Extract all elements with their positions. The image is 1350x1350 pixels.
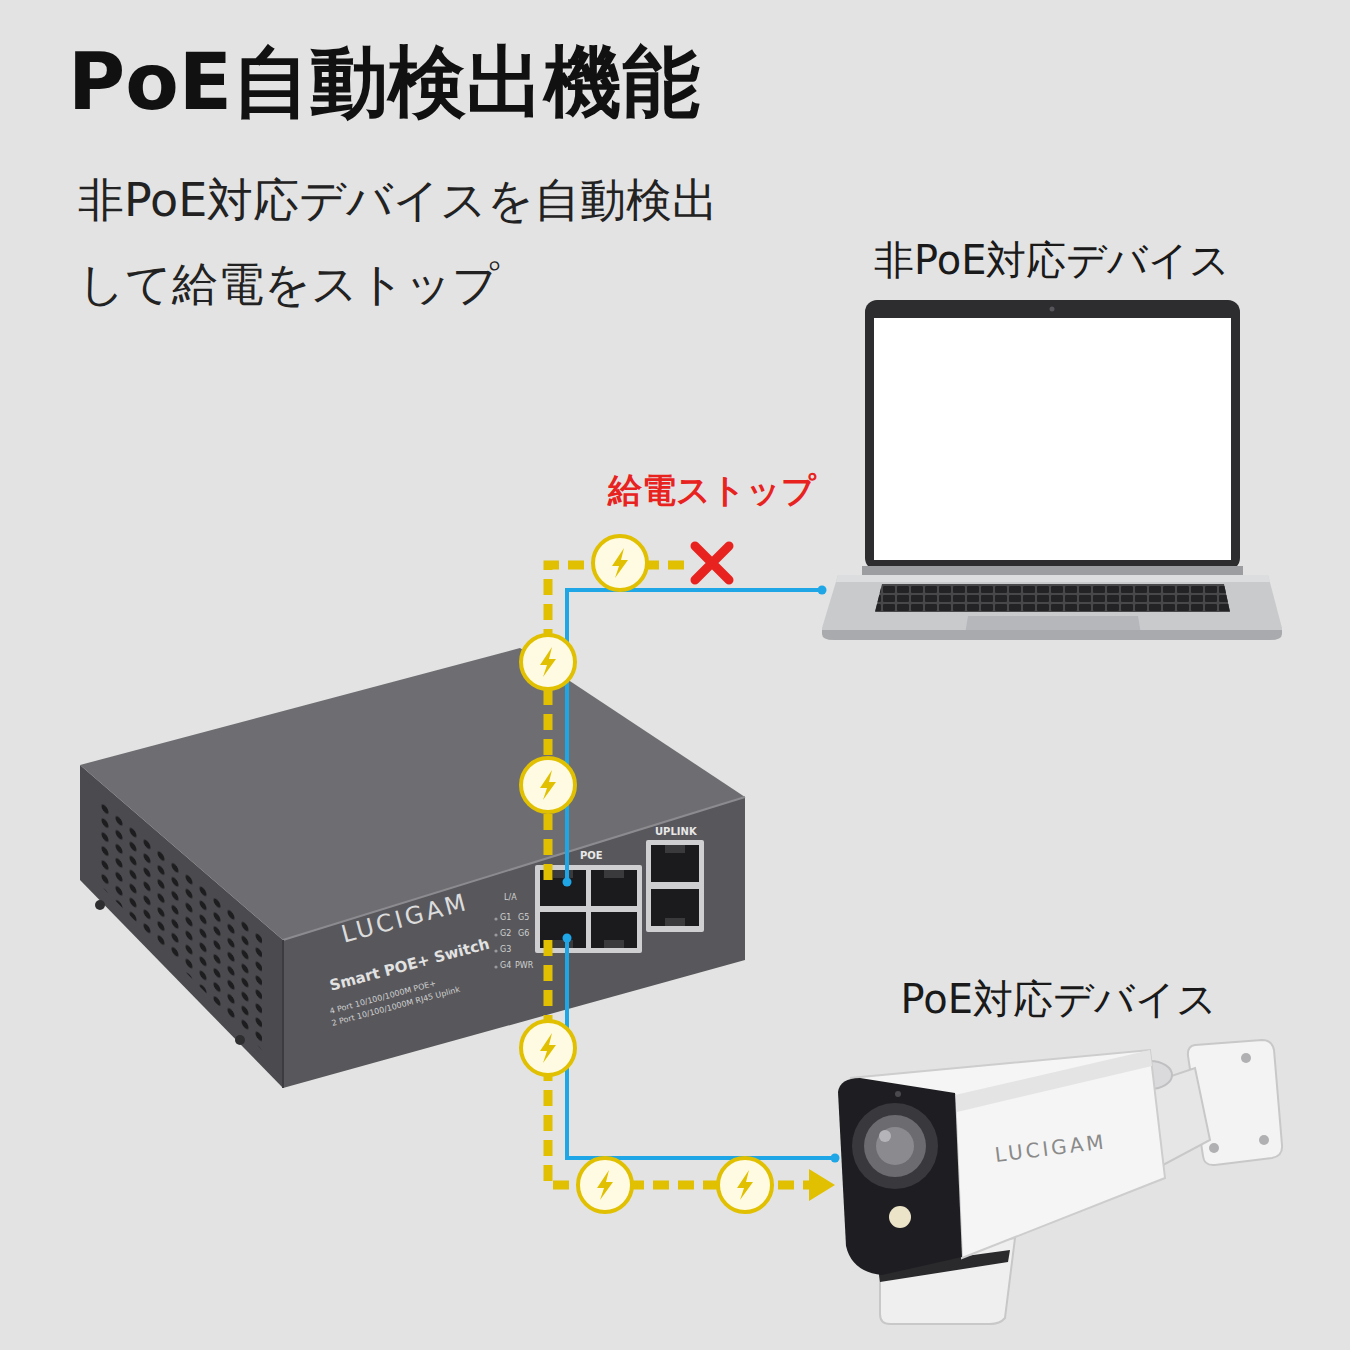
laptop-illustration bbox=[822, 300, 1282, 640]
power-icon bbox=[521, 635, 575, 689]
subtitle-text: 非PoE対応デバイスを自動検出 して給電をストップ bbox=[78, 158, 838, 326]
led-label: G5 bbox=[518, 913, 529, 923]
cable-end bbox=[831, 1154, 840, 1163]
camera-device: PoE対応デバイスLUCIGAM bbox=[835, 1035, 1282, 1325]
brand-logo: LUCIGAM bbox=[994, 1129, 1108, 1166]
diagram-title: PoE自動検出機能 bbox=[68, 36, 700, 130]
power-icon bbox=[718, 1158, 772, 1212]
port-group-label: POE bbox=[580, 850, 603, 862]
power-icon bbox=[521, 1021, 575, 1075]
camera-illustration bbox=[838, 1040, 1282, 1324]
status-label: 給電ストップ bbox=[604, 470, 820, 511]
led-label: G6 bbox=[518, 929, 529, 939]
device-heading: PoE対応デバイス bbox=[901, 975, 1217, 1023]
laptop-device: 非PoE対応デバイス bbox=[822, 300, 1282, 640]
data-cable bbox=[567, 590, 822, 645]
power-icon bbox=[578, 1158, 632, 1212]
led-label: G4 bbox=[500, 961, 511, 971]
brand-logo: LUCIGAM bbox=[338, 888, 471, 950]
port-group-label: UPLINK bbox=[655, 826, 697, 838]
power-connector bbox=[548, 565, 827, 645]
led-label: PWR bbox=[515, 961, 533, 971]
arrow-head bbox=[809, 1169, 835, 1201]
power-icon bbox=[593, 536, 647, 590]
led-label: G1 bbox=[500, 913, 511, 923]
led-label: L/A bbox=[504, 893, 517, 903]
power-icon bbox=[521, 758, 575, 812]
device-heading: 非PoE対応デバイス bbox=[874, 236, 1230, 284]
cable-end bbox=[818, 586, 827, 595]
switch-illustration bbox=[80, 645, 745, 1090]
led-label: G3 bbox=[500, 945, 511, 955]
data-cable bbox=[567, 1090, 835, 1158]
led-label: G2 bbox=[500, 929, 511, 939]
poe-switch: POEUPLINKLUCIGAMSmart POE+ Switch4 Port … bbox=[80, 645, 745, 1090]
block-mark bbox=[695, 546, 729, 580]
